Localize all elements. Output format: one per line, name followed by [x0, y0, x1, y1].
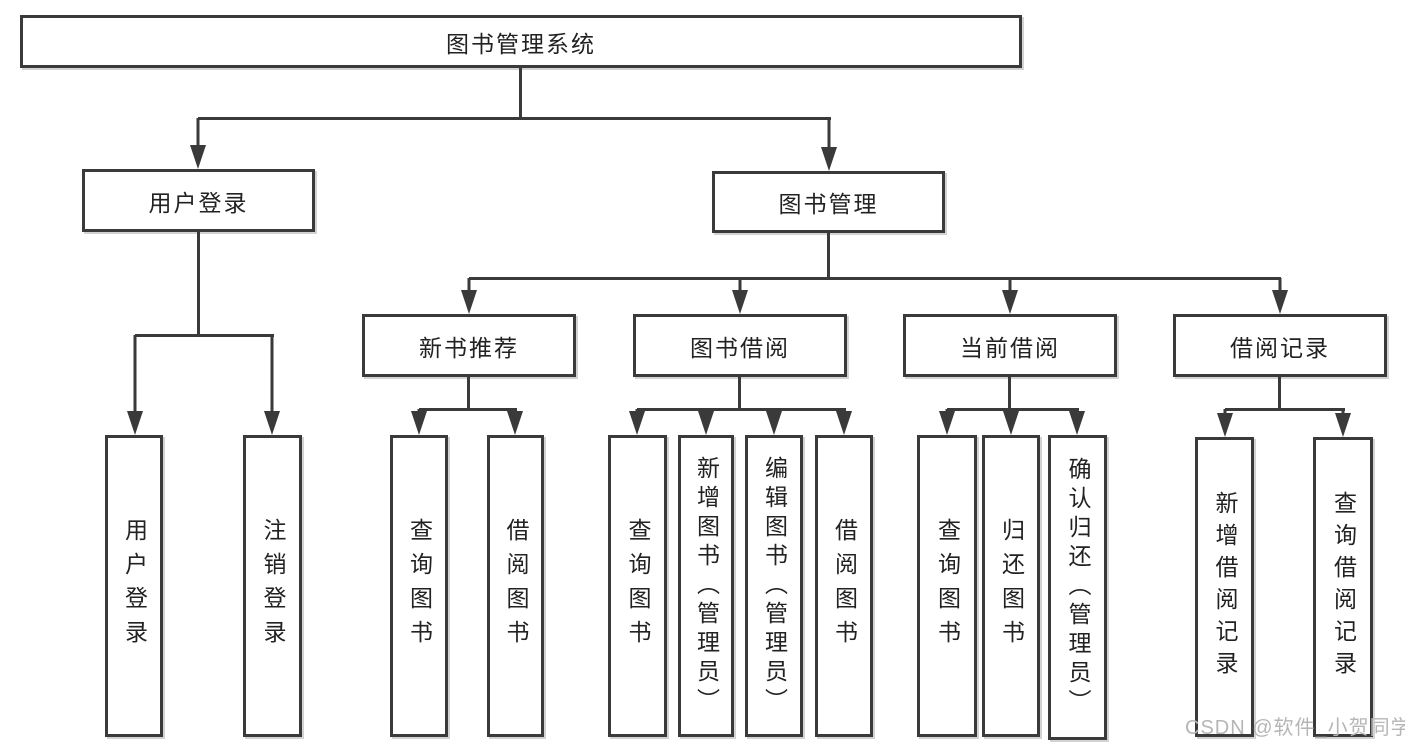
node-user-login-label: 用户登录 [148, 189, 249, 216]
leaf-bb-query-books: 查询图书 [608, 435, 667, 737]
leaf-nb-query-books: 查询图书 [390, 435, 448, 737]
leaf-bb-edit-books-admin: 编辑图书（管理员） [745, 435, 803, 737]
node-root-label: 图书管理系统 [446, 30, 596, 57]
connector-user-login-hline [135, 334, 274, 337]
connector-arrow-new-book [461, 278, 477, 314]
leaf-cb-confirm-return-admin: 确认归还（管理员） [1048, 435, 1107, 740]
node-new-book-recommend: 新书推荐 [362, 314, 576, 377]
connector-arrow-current-borrow [1002, 278, 1018, 314]
connector-borrow-records-hline [1225, 408, 1345, 411]
leaf-br-query-record-label: 查询借阅记录 [1330, 491, 1357, 683]
connector-arrow-bb-query [629, 409, 645, 435]
connector-current-borrow-stub [1008, 377, 1011, 408]
leaf-bb-edit-books-admin-label: 编辑图书（管理员） [761, 455, 788, 717]
leaf-cb-return-books-label: 归还图书 [998, 518, 1025, 654]
node-current-borrow: 当前借阅 [903, 314, 1117, 377]
leaf-bb-add-books-admin-label: 新增图书（管理员） [693, 455, 720, 717]
connector-arrow-cb-confirm [1069, 409, 1085, 435]
node-borrow-records: 借阅记录 [1173, 314, 1387, 377]
connector-current-borrow-hline [947, 408, 1079, 411]
connector-arrow-cb-query [939, 409, 955, 435]
leaf-nb-borrow-books: 借阅图书 [487, 435, 544, 737]
connector-arrow-book-management [821, 118, 837, 171]
node-book-management: 图书管理 [712, 171, 945, 233]
node-new-book-recommend-label: 新书推荐 [419, 334, 519, 361]
connector-arrow-bb-borrow [836, 409, 852, 435]
leaf-cb-query-books: 查询图书 [917, 435, 977, 737]
leaf-br-add-record-label: 新增借阅记录 [1212, 491, 1238, 683]
leaf-cb-confirm-return-admin-label: 确认归还（管理员） [1065, 457, 1091, 718]
leaf-user-login: 用户登录 [105, 435, 163, 737]
connector-arrow-leaf-user-login [127, 335, 143, 435]
leaf-bb-borrow-books: 借阅图书 [815, 435, 873, 737]
connector-new-book-hline [419, 408, 517, 411]
connector-arrow-borrow-records [1272, 278, 1288, 314]
leaf-nb-borrow-books-label: 借阅图书 [503, 518, 529, 654]
connector-arrow-br-add [1217, 409, 1233, 437]
connector-book-borrow-hline [637, 408, 846, 411]
node-borrow-records-label: 借阅记录 [1230, 334, 1330, 361]
connector-arrow-br-query [1335, 409, 1351, 437]
node-root: 图书管理系统 [20, 15, 1022, 68]
leaf-cb-query-books-label: 查询图书 [934, 518, 961, 654]
leaf-logout-login-label: 注销登录 [260, 518, 286, 654]
node-book-management-label: 图书管理 [778, 191, 879, 217]
connector-arrow-nb-query [411, 409, 427, 435]
connector-book-management-stub [827, 233, 830, 277]
connector-user-login-stub [197, 232, 200, 334]
leaf-bb-borrow-books-label: 借阅图书 [831, 518, 858, 654]
leaf-cb-return-books: 归还图书 [982, 435, 1040, 737]
connector-arrow-leaf-logout [264, 335, 280, 435]
connector-arrow-bb-edit [766, 409, 782, 435]
leaf-nb-query-books-label: 查询图书 [406, 518, 433, 654]
leaf-bb-add-books-admin: 新增图书（管理员） [678, 435, 734, 737]
connector-arrow-nb-borrow [507, 409, 523, 435]
connector-borrow-records-stub [1278, 377, 1281, 408]
csdn-watermark: CSDN @软件_小贺同学 [1185, 717, 1405, 739]
node-user-login: 用户登录 [82, 169, 315, 232]
connector-book-management-hline [469, 277, 1281, 280]
leaf-br-query-record: 查询借阅记录 [1313, 437, 1373, 737]
connector-arrow-user-login [190, 118, 206, 169]
leaf-user-login-label: 用户登录 [121, 518, 148, 654]
connector-root-hline [198, 117, 831, 120]
node-book-borrow: 图书借阅 [633, 314, 847, 377]
connector-arrow-book-borrow [732, 278, 748, 314]
node-book-borrow-label: 图书借阅 [690, 334, 790, 361]
leaf-br-add-record: 新增借阅记录 [1195, 437, 1254, 737]
connector-arrow-cb-return [1003, 409, 1019, 435]
node-current-borrow-label: 当前借阅 [960, 334, 1060, 361]
connector-new-book-stub [467, 377, 470, 408]
connector-root-stub [519, 68, 522, 118]
leaf-bb-query-books-label: 查询图书 [625, 518, 651, 654]
connector-book-borrow-stub [738, 377, 741, 408]
connector-arrow-bb-add [698, 409, 714, 435]
leaf-logout-login: 注销登录 [243, 435, 302, 737]
